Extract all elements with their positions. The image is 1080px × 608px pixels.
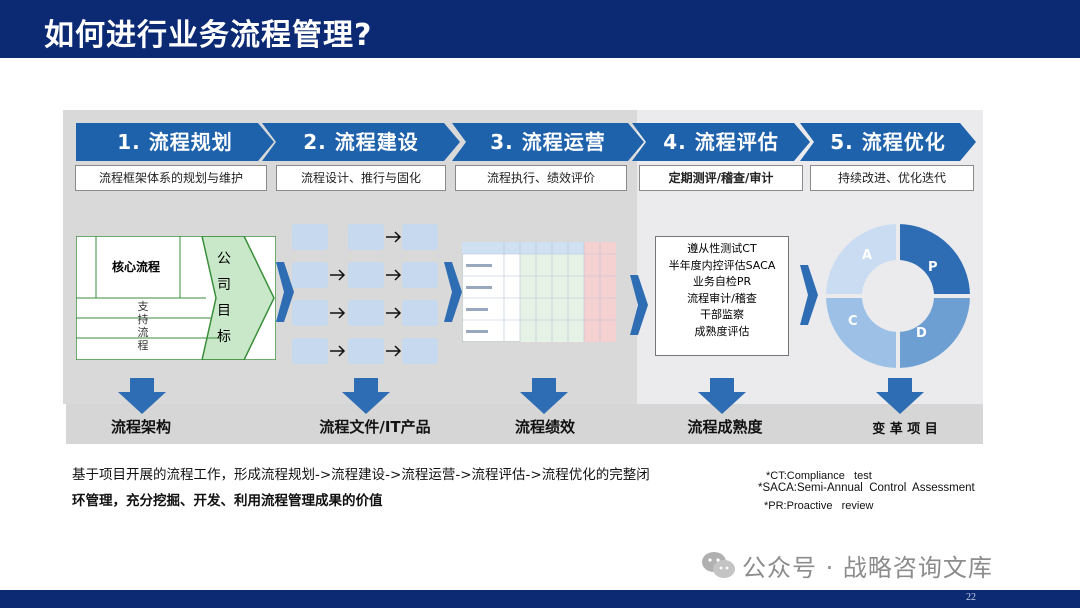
stage-1-description: 流程框架体系的规划与维护 [75, 165, 267, 191]
support-process-label: 支 持 流 程 [136, 300, 150, 352]
doc-block [348, 338, 384, 364]
connector-arrow-4 [800, 265, 818, 325]
down-arrow-1 [118, 378, 166, 414]
wechat-icon [702, 552, 735, 578]
stage-2-chevron: 2. 流程建设 [262, 123, 460, 161]
footer-bar [0, 590, 1080, 608]
doc-block [348, 262, 384, 288]
doc-block [402, 262, 438, 288]
connector-arrow-2 [444, 262, 462, 322]
stage-1-label: 1. 流程规划 [117, 130, 233, 154]
stage-2-description: 流程设计、推行与固化 [276, 165, 446, 191]
doc-block [348, 224, 384, 250]
process-framework-diagram: 核心流程 支 持 流 程 公 司 目 标 [76, 236, 276, 360]
pdca-act-label: A [862, 248, 873, 263]
process-document-grid [292, 224, 442, 372]
doc-block [292, 262, 328, 288]
page-number: 22 [966, 592, 976, 603]
summary-line-1: 基于项目开展的流程工作，形成流程规划->流程建设->流程运营->流程评估->流程… [72, 467, 650, 483]
core-process-label: 核心流程 [112, 260, 161, 274]
stage-1-chevron: 1. 流程规划 [76, 123, 274, 161]
pdca-cycle: A P D C [824, 222, 972, 370]
output-label-2: 流程文件/IT产品 [319, 418, 431, 436]
stage-4-label: 4. 流程评估 [663, 130, 779, 154]
doc-block [402, 338, 438, 364]
down-arrow-2 [342, 378, 390, 414]
pdca-check-label: C [848, 314, 858, 329]
doc-block [292, 224, 328, 250]
evaluation-item: 业务自检PR [692, 275, 752, 288]
support-char-2: 持 [137, 313, 149, 326]
down-arrow-3 [520, 378, 568, 414]
abbr-saca: *SACA:Semi-Annual Control Assessment [758, 482, 975, 494]
evaluation-item: 干部监察 [700, 308, 744, 321]
evaluation-methods-box: 遵从性测试CT 半年度内控评估SACA 业务自检PR 流程审计/稽查 干部监察 … [655, 236, 789, 356]
down-arrow-5 [876, 378, 924, 414]
performance-table-thumbnail [462, 242, 616, 342]
stage-5-chevron: 5. 流程优化 [800, 123, 976, 161]
goal-char-3: 目 [217, 303, 231, 319]
company-goal-label: 公 司 目 标 [216, 246, 232, 350]
abbr-pr: *PR:Proactive review [764, 500, 874, 512]
stage-3-description: 流程执行、绩效评价 [455, 165, 627, 191]
flow-arrows-left [330, 269, 346, 357]
connector-arrow-3 [630, 275, 648, 335]
slide-title: 如何进行业务流程管理? [44, 18, 373, 53]
outputs-band [66, 404, 983, 444]
title-bar [0, 0, 1080, 58]
output-label-3: 流程绩效 [514, 418, 575, 436]
evaluation-item: 流程审计/稽查 [687, 291, 757, 305]
goal-char-4: 标 [217, 329, 231, 345]
doc-block [348, 300, 384, 326]
pdca-do-label: D [916, 326, 927, 341]
support-char-1: 支 [137, 300, 149, 313]
stage-5-description: 持续改进、优化迭代 [810, 165, 974, 191]
stage-3-label: 3. 流程运营 [490, 130, 606, 154]
goal-char-2: 司 [217, 277, 231, 293]
evaluation-item: 成熟度评估 [694, 324, 750, 338]
stage-5-label: 5. 流程优化 [830, 130, 946, 154]
down-arrow-4 [698, 378, 746, 414]
stage-4-chevron: 4. 流程评估 [632, 123, 810, 161]
watermark-text: 公众号 · 战略咨询文库 [742, 554, 993, 582]
stage-2-label: 2. 流程建设 [303, 130, 419, 154]
support-char-3: 流 [137, 326, 149, 339]
pdca-plan-label: P [928, 260, 938, 275]
doc-block [402, 224, 438, 250]
stage-3-chevron: 3. 流程运营 [452, 123, 644, 161]
output-label-5: 变 革 项 目 [872, 422, 938, 437]
doc-block [292, 338, 328, 364]
support-char-4: 程 [137, 339, 149, 352]
summary-line-2: 环管理，充分挖掘、开发、利用流程管理成果的价值 [72, 493, 383, 509]
doc-block [402, 300, 438, 326]
output-label-4: 流程成熟度 [687, 418, 763, 436]
stage-4-description: 定期测评/稽查/审计 [639, 165, 803, 191]
evaluation-item: 遵从性测试CT [687, 242, 757, 255]
goal-char-1: 公 [217, 251, 231, 267]
abbr-ct: *CT:Compliance test [766, 470, 872, 482]
doc-block [292, 300, 328, 326]
flow-arrows-right [386, 231, 402, 357]
output-label-1: 流程架构 [110, 418, 171, 436]
summary-note: 基于项目开展的流程工作，形成流程规划->流程建设->流程运营->流程评估->流程… [72, 462, 672, 514]
evaluation-item: 半年度内控评估SACA [668, 258, 776, 272]
connector-arrow-1 [276, 262, 294, 322]
